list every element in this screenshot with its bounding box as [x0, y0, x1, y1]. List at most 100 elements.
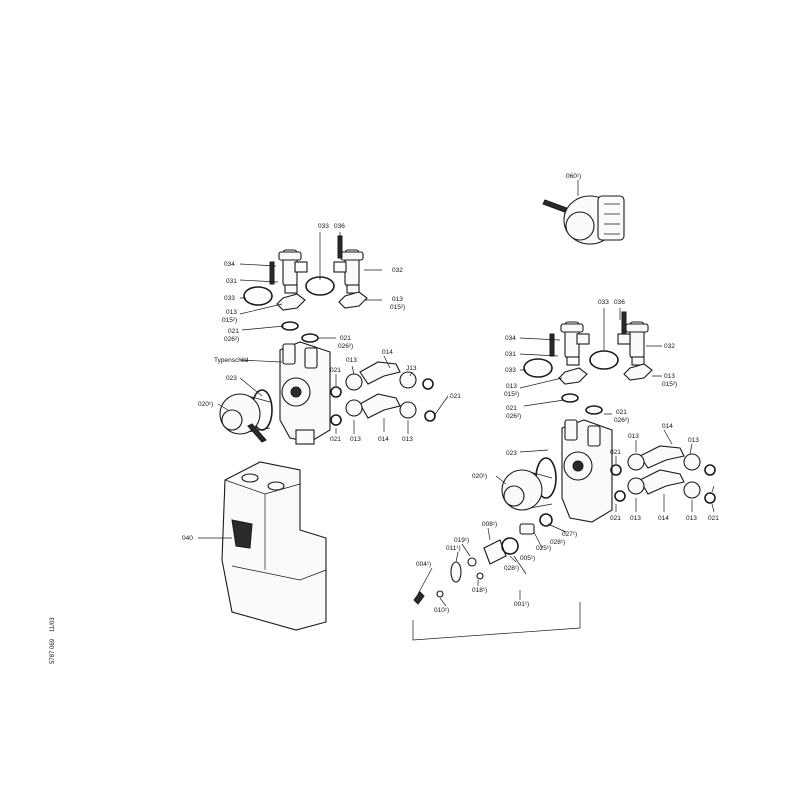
- label-021-right: 021: [506, 405, 517, 412]
- label-040: 040: [182, 535, 193, 542]
- label-013c-left: 013: [346, 357, 357, 364]
- label-013-left: 013: [226, 309, 237, 316]
- label-015r-left: 015²): [390, 304, 405, 311]
- nut-013r-right: [623, 363, 653, 381]
- label-013-right: 013: [506, 383, 517, 390]
- valve-034-right: [549, 321, 590, 366]
- label-021-left: 021: [228, 328, 239, 335]
- label-021d-right: 021: [610, 515, 621, 522]
- label-021d-left: 021: [330, 436, 341, 443]
- label-021c-right: 021: [610, 449, 621, 456]
- label-014b-left: 014: [378, 436, 389, 443]
- drawing-date: 11/03: [50, 617, 56, 632]
- nut-013-right: [558, 367, 588, 385]
- label-013e-right: 013: [686, 515, 697, 522]
- label-026r-left: 026²): [338, 343, 353, 350]
- label-013r-right: 013: [664, 373, 675, 380]
- label-011: 011¹): [446, 545, 461, 552]
- label-004: 004¹): [416, 561, 431, 568]
- nut-013-left: [276, 293, 306, 311]
- seal-021r-left: [301, 333, 319, 343]
- ring-033-left: [243, 286, 273, 306]
- label-036-left: 036: [334, 223, 345, 230]
- seal-021c-right: [610, 464, 622, 476]
- pipe-014-left-lower: [345, 393, 436, 422]
- nut-013r-left: [338, 291, 368, 309]
- label-013e-left: 013: [402, 436, 413, 443]
- label-028: 028¹): [550, 539, 565, 546]
- label-015-right: 015²): [504, 391, 519, 398]
- kit-bracket: [412, 602, 581, 641]
- pipe-014-right-upper: [627, 445, 716, 476]
- label-020-left: 020¹): [198, 401, 213, 408]
- label-014b-right: 014: [658, 515, 669, 522]
- pump-motor-060: [542, 195, 625, 245]
- label-026-left: 026²): [224, 336, 239, 343]
- insulation-shell-040: [221, 461, 327, 631]
- label-018: 018¹): [472, 587, 487, 594]
- label-026-right: 026²): [506, 413, 521, 420]
- pipe-014-right-lower: [627, 469, 716, 504]
- label-026r-right: 026²): [614, 417, 629, 424]
- label-025: 025¹): [536, 545, 551, 552]
- label-021e-right: 021: [708, 515, 719, 522]
- label-013f-right: 013: [688, 437, 699, 444]
- label-013c-right: 013: [628, 433, 639, 440]
- label-031-left: 031: [226, 278, 237, 285]
- label-015r-right: 015²): [662, 381, 677, 388]
- label-j13-left: J13: [406, 365, 417, 372]
- pipe-014-left-upper: [345, 361, 434, 391]
- label-013r-left: 013: [392, 296, 403, 303]
- label-013d-left: 013: [350, 436, 361, 443]
- label-031-right: 031: [505, 351, 516, 358]
- label-021e-left: 021: [450, 393, 461, 400]
- label-typenschild: Typenschild: [214, 357, 249, 364]
- label-033-right-top: 033: [598, 299, 609, 306]
- valve-032-right: [617, 311, 649, 366]
- ring-033-right: [523, 358, 553, 378]
- label-005: 005¹): [520, 555, 535, 562]
- pump-housing-left: [279, 341, 331, 445]
- label-032-left: 032: [392, 267, 403, 274]
- label-023-right: 023: [506, 450, 517, 457]
- label-008: 008¹): [482, 521, 497, 528]
- valve-032-left: [333, 235, 364, 294]
- label-015-left: 015²): [222, 317, 237, 324]
- label-034-left: 034: [224, 261, 235, 268]
- label-034-right: 034: [505, 335, 516, 342]
- valve-034-left: [269, 249, 308, 294]
- seal-021r-right: [585, 405, 603, 415]
- label-021c-left: 021: [330, 367, 341, 374]
- label-027: 027¹): [562, 531, 577, 538]
- ring-033b-right: [589, 350, 619, 370]
- drawing-number: 5787 069: [50, 638, 56, 664]
- label-013d-right: 013: [630, 515, 641, 522]
- label-020-right: 020¹): [472, 473, 487, 480]
- label-023-left: 023: [226, 375, 237, 382]
- seal-021d-left: [330, 414, 342, 426]
- label-028b: 028¹): [504, 565, 519, 572]
- seal-021-right: [561, 393, 579, 403]
- label-010: 010¹): [434, 607, 449, 614]
- pump-motor-020-left: [219, 389, 273, 443]
- label-001: 001¹): [514, 601, 529, 608]
- label-060: 060¹): [566, 173, 581, 180]
- seal-021-left: [281, 321, 299, 331]
- pump-housing-right: [561, 419, 613, 523]
- label-033-left: 033: [224, 295, 235, 302]
- label-033-right: 033: [505, 367, 516, 374]
- pump-motor-020-right: [501, 457, 557, 511]
- label-014-left: 014: [382, 349, 393, 356]
- label-021r-left: 021: [340, 335, 351, 342]
- small-parts-kit-001: [413, 513, 553, 605]
- label-021r-right: 021: [616, 409, 627, 416]
- seal-021d-right: [614, 490, 626, 502]
- label-019: 019¹): [454, 537, 469, 544]
- label-032-right: 032: [664, 343, 675, 350]
- label-033-left-top: 033: [318, 223, 329, 230]
- leader-lines: [198, 232, 715, 607]
- label-036-right: 036: [614, 299, 625, 306]
- seal-021c-left: [330, 386, 342, 398]
- label-014-right: 014: [662, 423, 673, 430]
